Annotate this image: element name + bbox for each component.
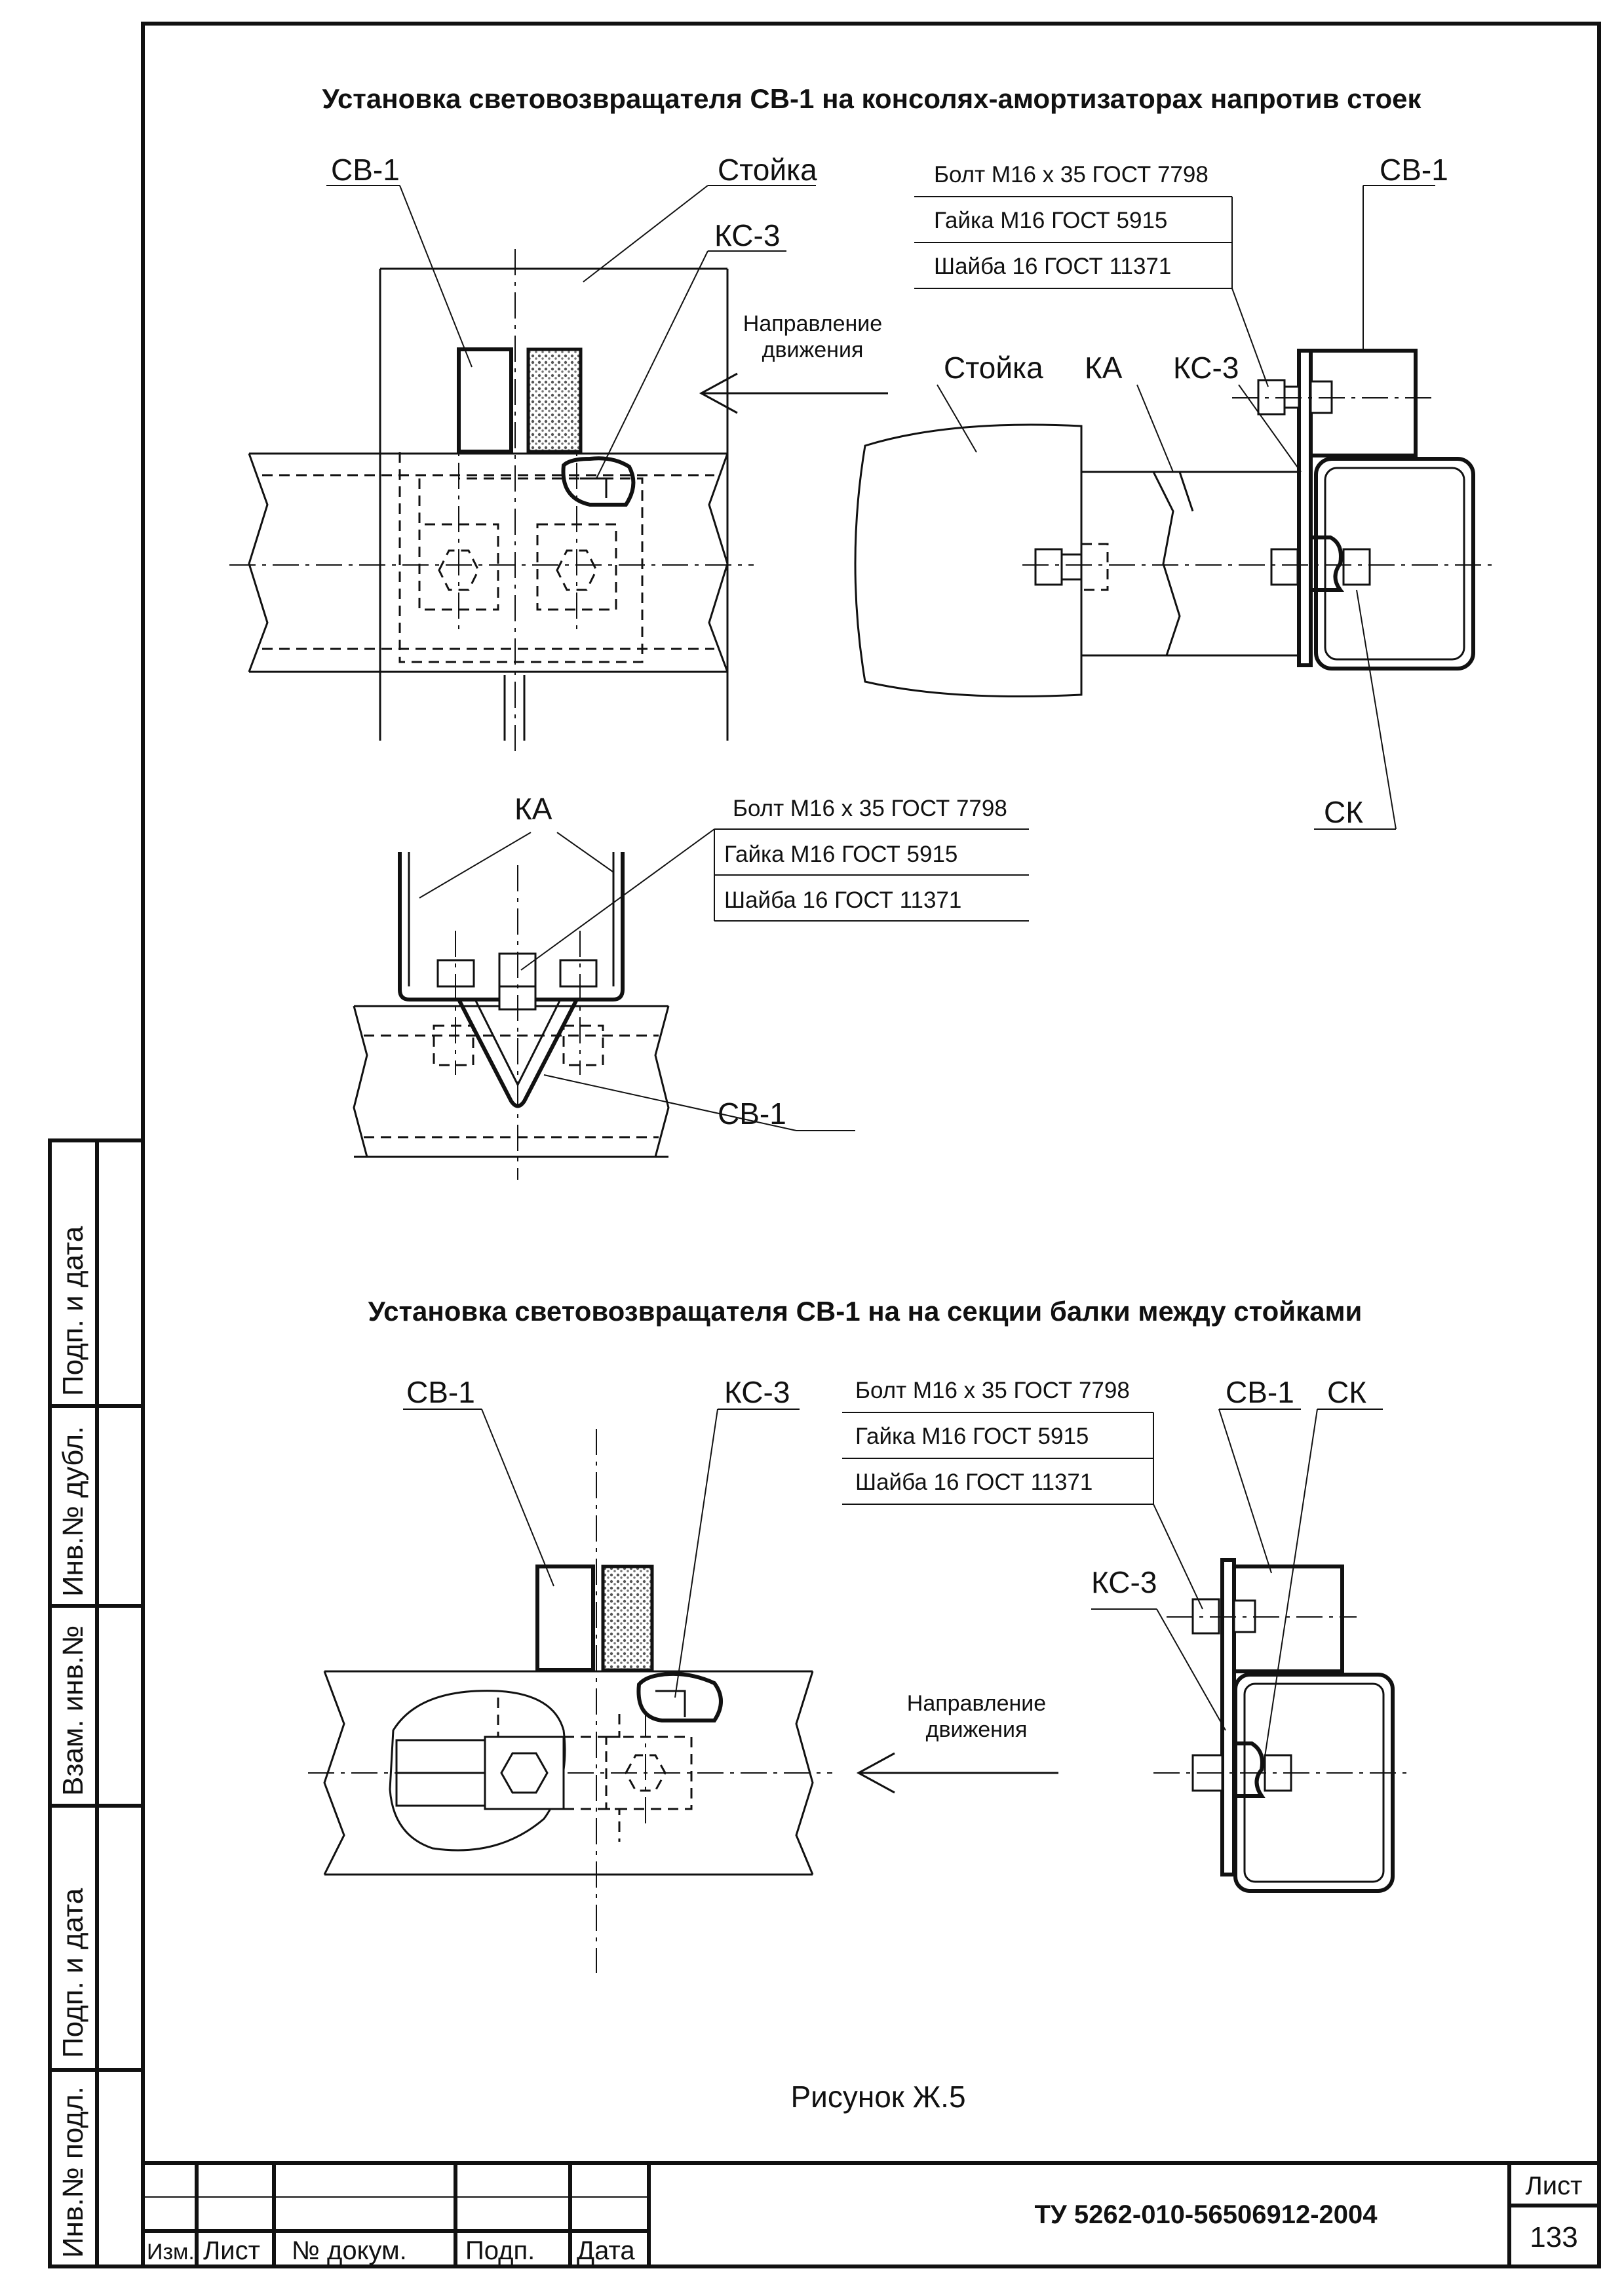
figure-caption: Рисунок Ж.5 bbox=[790, 2080, 965, 2114]
tb-col-sign: Подп. bbox=[465, 2236, 535, 2265]
label-sv1-side-2: СВ-1 bbox=[1226, 1375, 1294, 1409]
stamp-field-inv-dubl: Инв.№ дубл. bbox=[57, 1426, 89, 1597]
spec-nut-2: Гайка М16 ГОСТ 5915 bbox=[724, 842, 957, 867]
figure3-front-view bbox=[308, 1429, 1058, 1973]
figure3-side-leaders bbox=[1091, 1409, 1383, 1757]
label-ka-side: КА bbox=[1085, 351, 1123, 385]
sheet-number: 133 bbox=[1530, 2221, 1577, 2253]
stamp-field-podp-data-1: Подп. и дата bbox=[57, 1888, 89, 2058]
label-ka-section: КА bbox=[514, 792, 552, 826]
figure3-side-view bbox=[1153, 1558, 1409, 1893]
figure1-title: Установка световозвращателя СВ-1 на конс… bbox=[322, 83, 1421, 114]
side-stamp: Инв.№ подл. Подп. и дата Взам. инв.№ Инв… bbox=[48, 1138, 145, 2268]
figure3-title: Установка световозвращателя СВ-1 на на с… bbox=[368, 1296, 1363, 1327]
spec-bolt-1: Болт М16 x 35 ГОСТ 7798 bbox=[934, 162, 1208, 187]
stamp-field-vzam-inv: Взам. инв.№ bbox=[57, 1625, 89, 1796]
spec-nut-1: Гайка М16 ГОСТ 5915 bbox=[934, 208, 1167, 233]
label-sk-side: СК bbox=[1324, 795, 1363, 829]
figure2-section bbox=[353, 852, 670, 1180]
direction-label-2-line1: Направление bbox=[907, 1691, 1046, 1716]
label-sv1-front: СВ-1 bbox=[331, 153, 400, 187]
document-code: ТУ 5262-010-56506912-2004 bbox=[1034, 2200, 1378, 2229]
tb-col-doc: № докум. bbox=[292, 2236, 407, 2265]
label-stoika-side: Стойка bbox=[944, 351, 1043, 385]
stamp-field-podp-data-2: Подп. и дата bbox=[57, 1226, 89, 1396]
direction-label-2-line2: движения bbox=[926, 1717, 1028, 1742]
label-stoika-front: Стойка bbox=[718, 153, 817, 187]
label-ks3-side: КС-3 bbox=[1173, 351, 1239, 385]
label-ks3-front: КС-3 bbox=[714, 218, 780, 252]
spec-bolt-3: Болт М16 x 35 ГОСТ 7798 bbox=[855, 1378, 1130, 1403]
figure2-leaders bbox=[419, 828, 1029, 1131]
figure3-front-leaders bbox=[403, 1409, 800, 1698]
tb-col-list: Лист bbox=[203, 2236, 260, 2265]
tb-col-date: Дата bbox=[577, 2236, 635, 2265]
direction-label-1-line1: Направление bbox=[743, 311, 882, 336]
label-sv1-section: СВ-1 bbox=[718, 1097, 786, 1131]
label-sv1-front-2: СВ-1 bbox=[406, 1375, 475, 1409]
title-block bbox=[143, 2161, 1599, 2266]
spec-bolt-2: Болт М16 x 35 ГОСТ 7798 bbox=[733, 796, 1007, 821]
sheet-label: Лист bbox=[1526, 2171, 1583, 2200]
figure1-side-view bbox=[854, 349, 1494, 697]
figure1-side-leaders bbox=[937, 185, 1435, 830]
label-ks3-front-2: КС-3 bbox=[724, 1375, 790, 1409]
spec-nut-3: Гайка М16 ГОСТ 5915 bbox=[855, 1424, 1089, 1449]
figure1-front-view bbox=[229, 249, 754, 754]
label-ks3-side-2: КС-3 bbox=[1091, 1565, 1157, 1599]
stamp-field-inv-podl: Инв.№ подл. bbox=[57, 2086, 89, 2258]
tb-col-izm: Изм. bbox=[147, 2240, 195, 2265]
figure3-spec-table bbox=[842, 1412, 1203, 1610]
label-sv1-side: СВ-1 bbox=[1380, 153, 1448, 187]
figure1-spec-table bbox=[914, 196, 1269, 387]
spec-washer-3: Шайба 16 ГОСТ 11371 bbox=[855, 1469, 1092, 1495]
spec-washer-1: Шайба 16 ГОСТ 11371 bbox=[934, 254, 1171, 279]
spec-washer-2: Шайба 16 ГОСТ 11371 bbox=[724, 887, 961, 913]
label-sk-side-2: СК bbox=[1327, 1375, 1366, 1409]
direction-label-1-line2: движения bbox=[762, 338, 864, 362]
figure1-front-leaders bbox=[326, 185, 888, 479]
